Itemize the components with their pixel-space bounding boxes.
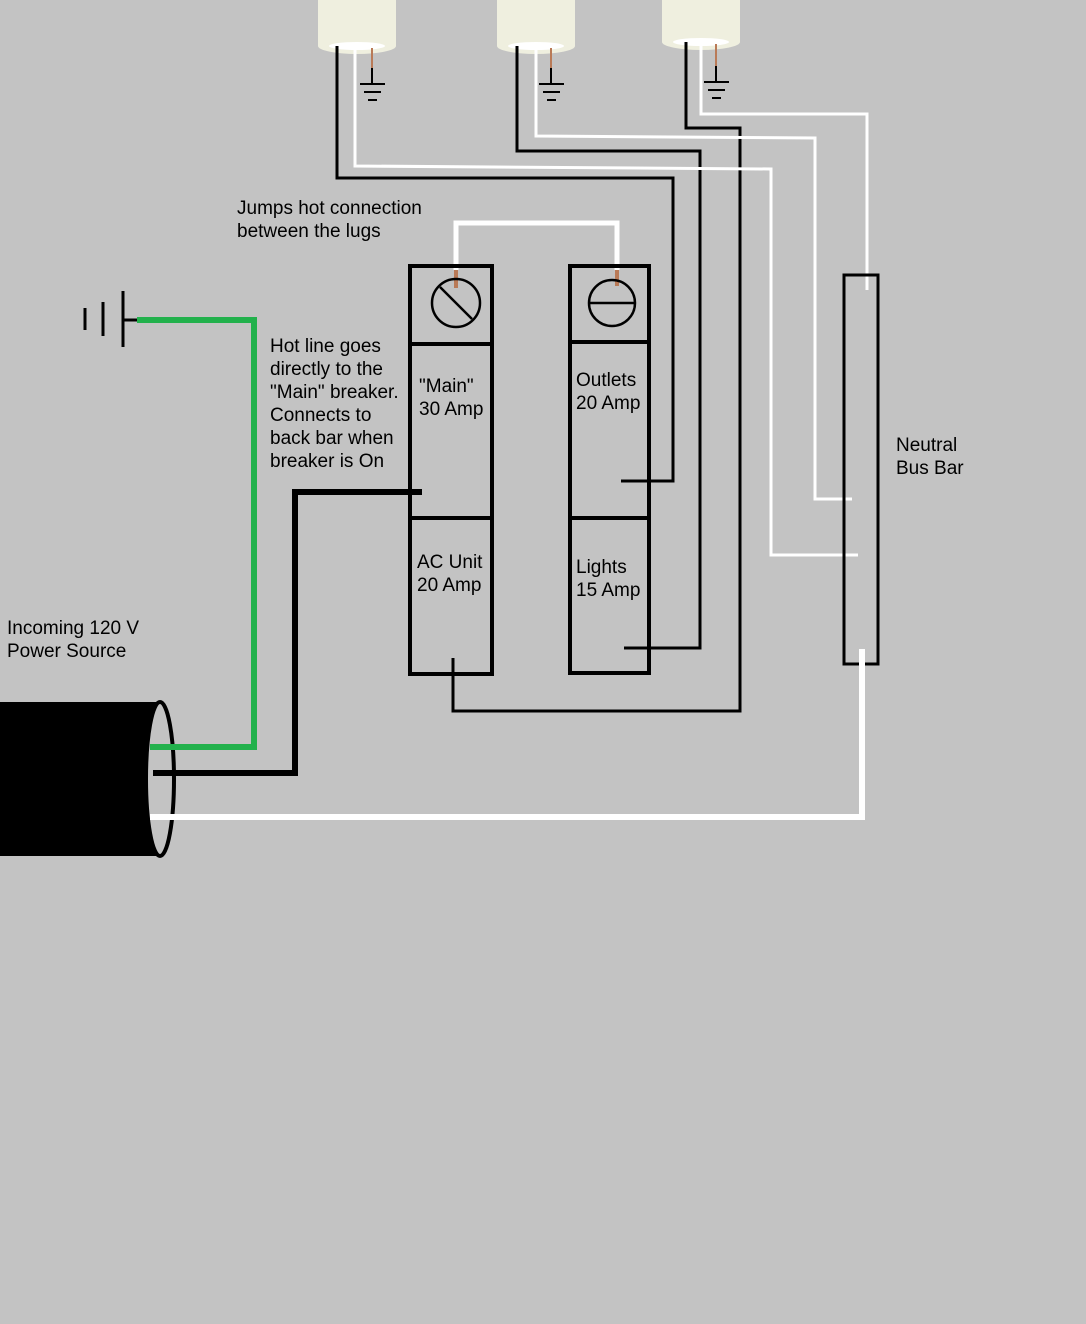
annotation-line: between the lugs	[237, 221, 381, 242]
neutral-wire-fixture-2	[534, 46, 852, 501]
breaker-name: Outlets	[576, 370, 637, 391]
lug-jumper-wire	[453, 220, 620, 270]
neutral-bus-bar	[842, 273, 880, 666]
breaker-name: "Main"	[419, 376, 474, 397]
neutral-wire-fixture-3	[699, 42, 869, 290]
outlets-breaker-label: Outlets 20 Amp	[576, 369, 640, 415]
hot-line-annotation: Hot line goes directly to the "Main" bre…	[270, 335, 399, 473]
ac-unit-breaker-label: AC Unit 20 Amp	[417, 551, 482, 597]
main-breaker-label: "Main" 30 Amp	[419, 375, 483, 421]
annotation-line: Jumps hot connection	[237, 198, 422, 219]
breaker-rating: 20 Amp	[417, 575, 482, 596]
right-breaker-column	[568, 264, 651, 675]
annotation-line: Connects to	[270, 405, 372, 426]
incoming-power-annotation: Incoming 120 V Power Source	[7, 617, 139, 663]
incoming-ground-wire	[137, 317, 257, 750]
annotation-line: Hot line goes	[270, 336, 381, 357]
jumps-annotation: Jumps hot connection between the lugs	[237, 197, 422, 243]
incoming-hot-wire	[153, 489, 422, 776]
hot-wire-fixture-2	[515, 46, 702, 650]
lug-screw-icon-left	[430, 277, 482, 329]
breaker-name: AC Unit	[417, 552, 483, 573]
service-ground-icon	[83, 291, 137, 347]
fixture-ground-icon-3	[704, 44, 729, 99]
lights-breaker	[568, 516, 651, 675]
breaker-name: Lights	[576, 557, 627, 578]
fixture-ground-icon-1	[360, 48, 385, 101]
breaker-rating: 15 Amp	[576, 580, 641, 601]
incoming-power-cable	[0, 700, 176, 858]
light-fixture-1	[318, 0, 396, 54]
light-fixture-2	[497, 0, 575, 54]
lights-breaker-label: Lights 15 Amp	[576, 556, 640, 602]
annotation-line: directly to the	[270, 359, 383, 380]
main-breaker	[408, 342, 494, 520]
ac-unit-breaker	[408, 516, 494, 676]
annotation-line: Power Source	[7, 641, 127, 662]
annotation-line: "Main" breaker.	[270, 382, 399, 403]
left-breaker-column	[408, 264, 494, 676]
hot-wire-fixture-3	[451, 42, 742, 713]
annotation-line: back bar when	[270, 428, 394, 449]
breaker-rating: 30 Amp	[419, 399, 484, 420]
neutral-wire-fixture-1	[353, 46, 858, 557]
fixture-ground-icon-2	[539, 48, 564, 101]
neutral-bus-annotation: Neutral Bus Bar	[896, 434, 964, 480]
incoming-neutral-wire	[150, 649, 865, 820]
breaker-rating: 20 Amp	[576, 393, 641, 414]
lug-screw-icon-right	[587, 278, 637, 328]
hot-wire-fixture-1	[335, 46, 675, 483]
annotation-line: Incoming 120 V	[7, 618, 140, 639]
annotation-line: breaker is On	[270, 451, 385, 472]
annotation-line: Bus Bar	[896, 458, 964, 479]
annotation-line: Neutral	[896, 435, 958, 456]
